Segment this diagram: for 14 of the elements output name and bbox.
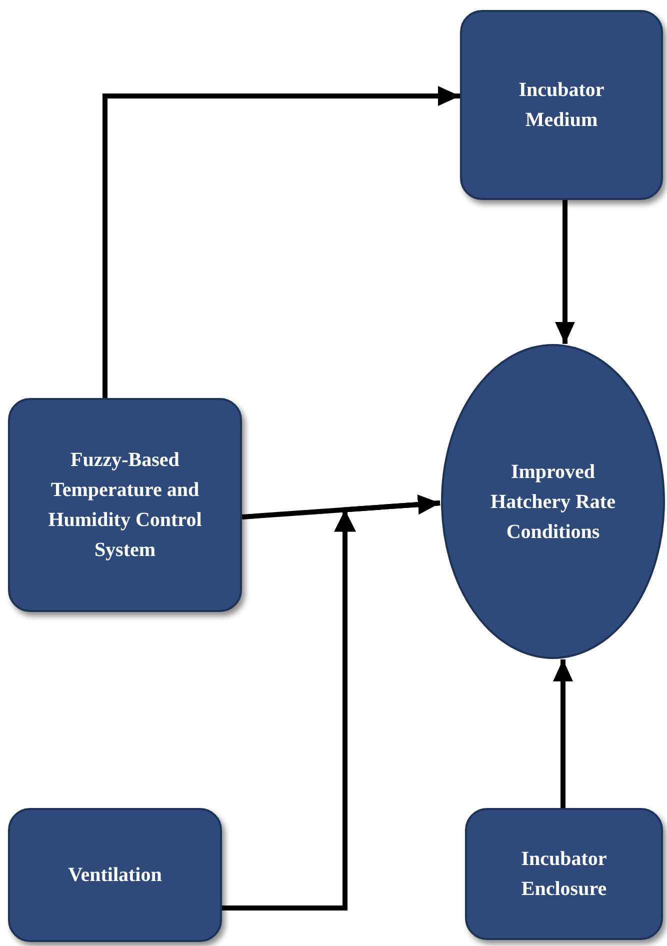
node-label: Improved Hatchery Rate Conditions — [490, 460, 616, 544]
arrow — [553, 659, 573, 808]
outcome-ellipse — [440, 343, 666, 660]
node-label: Incubator Medium — [518, 78, 606, 133]
process-box — [8, 398, 242, 612]
node-label: Fuzzy-Based Temperature and Humidity Control System — [47, 448, 203, 563]
process-box — [460, 10, 663, 200]
node-label: Incubator Enclosure — [520, 847, 608, 902]
arrow — [102, 86, 460, 398]
arrow — [555, 200, 575, 344]
process-box — [8, 808, 222, 942]
process-box — [465, 808, 663, 940]
node-label: Ventilation — [67, 863, 163, 888]
arrow — [222, 494, 440, 910]
